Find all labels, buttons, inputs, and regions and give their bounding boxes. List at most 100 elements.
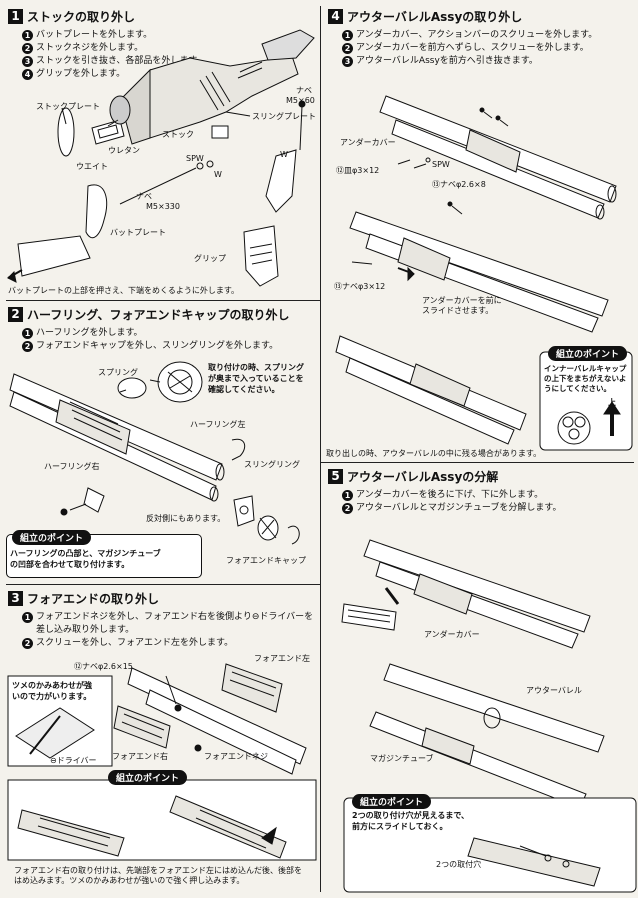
slide-line: スライドさせます。 xyxy=(422,306,494,315)
step-number: 2 xyxy=(22,638,33,649)
step-number: 1 xyxy=(22,30,33,41)
label-half-ring-right: ハーフリング右 xyxy=(44,462,100,471)
assembly-point-text: ハーフリングの凸部と、マガジンチューブ の凹部を合わせて取り付けます。 xyxy=(10,548,161,570)
step-number: 1 xyxy=(22,328,33,339)
label-size-m5x330: M5×330 xyxy=(146,202,180,211)
step-number: 4 xyxy=(22,69,33,80)
section-divider-1-2 xyxy=(6,300,320,301)
section-number: 4 xyxy=(328,9,343,24)
label-stock-plate: ストックプレート xyxy=(36,102,100,111)
caution-line: が奥まで入っていることを xyxy=(208,374,304,383)
label-nabe-screw: ⑫ナベφ2.6×15 xyxy=(74,662,133,671)
section-number: 2 xyxy=(8,307,23,322)
label-two-holes: 2つの取付穴 xyxy=(436,860,482,869)
note-line: はめ込みます。ツメのかみあわせが強いので強く押し込みます。 xyxy=(14,876,245,885)
step-text: ストックを引き抜き、各部品を外します。 xyxy=(36,56,206,66)
label-nabe-3x12: ⑬ナベφ3×12 xyxy=(334,282,386,291)
label-spw: SPW xyxy=(186,154,204,163)
step-text: フォアエンドキャップを外し、スリングリングを外します。 xyxy=(36,341,279,351)
label-grip: グリップ xyxy=(194,254,226,263)
label-fore-end-cap: フォアエンドキャップ xyxy=(226,556,306,565)
point-line: の凹部を合わせて取り付けます。 xyxy=(10,560,130,569)
step-text: ハーフリングを外します。 xyxy=(36,328,143,338)
slide-instruction: アンダーカバーを前に スライドさせます。 xyxy=(422,296,502,316)
section-1-heading: 1 ストックの取り外し xyxy=(8,8,318,25)
point-line: ハーフリングの凸部と、マガジンチューブ xyxy=(10,549,161,558)
section-3-heading: 3 フォアエンドの取り外し xyxy=(8,590,318,607)
callout-text: ツメのかみあわせが強 いので力がいります。 xyxy=(12,680,92,702)
step-number: 3 xyxy=(22,56,33,67)
step-item: 差し込み取り外します。 xyxy=(22,624,318,637)
up-label: 上 xyxy=(608,398,616,407)
barrel-removal-note: 取り出しの時、アウターバレルの中に残る場合があります。 xyxy=(326,449,542,458)
section-divider-4-5 xyxy=(320,462,634,463)
section-4-heading: 4 アウターバレルAssyの取り外し xyxy=(328,8,634,25)
stock-exploded-diagram xyxy=(0,0,320,300)
section-divider-2-3 xyxy=(6,584,320,585)
step-text: アウターバレルAssyを前方へ引き抜きます。 xyxy=(356,56,538,66)
section-title: フォアエンドの取り外し xyxy=(27,592,160,606)
point-line: うにしてください。 xyxy=(544,384,612,393)
step-text: グリップを外します。 xyxy=(36,69,126,79)
label-weight: ウエイト xyxy=(76,162,108,171)
step-text: フォアエンドネジを外し、フォアエンド右を後側より⊖ドライバーを xyxy=(36,612,314,622)
butt-plate-note: バットプレートの上部を押さえ、下端をめくるように外します。 xyxy=(8,286,240,295)
outer-barrel-diagram xyxy=(0,0,638,462)
label-butt-plate: バットプレート xyxy=(110,228,166,237)
point-line: 前方にスライドしておく。 xyxy=(352,822,448,831)
assembly-point-text: 2つの取り付け穴が見えるまで、 前方にスライドしておく。 xyxy=(352,810,469,832)
section-title: ハーフリング、フォアエンドキャップの取り外し xyxy=(27,308,290,322)
step-text: バットプレートを外します。 xyxy=(36,30,153,40)
label-stock: ストック xyxy=(162,130,194,139)
label-spring: スプリング xyxy=(98,368,138,377)
callout-line: ツメのかみあわせが強 xyxy=(12,681,92,690)
fore-end-note: フォアエンド右の取り付けは、先端部をフォアエンド左にはめ込んだ後、後部を はめ込… xyxy=(14,866,302,886)
assembly-point-title: 組立のポイント xyxy=(108,770,188,785)
step-text: アンダーカバーを前方へずらし、スクリューを外します。 xyxy=(356,43,589,53)
slide-line: アンダーカバーを前に xyxy=(422,296,502,305)
label-sara-screw: ⑫皿φ3×12 xyxy=(336,166,380,175)
fore-end-diagram xyxy=(0,0,320,898)
assembly-point-text: インナーバレルキャップ の上下をまちがえないよ うにしてください。 xyxy=(544,364,626,394)
step-text: スクリューを外し、フォアエンド左を外します。 xyxy=(36,638,234,648)
assembly-point-title: 組立のポイント xyxy=(352,794,432,809)
label-sling-plate: スリングプレート xyxy=(252,112,316,121)
point-line: の上下をまちがえないよ xyxy=(544,374,627,383)
label-fore-end-left: フォアエンド左 xyxy=(254,654,310,663)
center-divider xyxy=(320,6,321,892)
section-number: 1 xyxy=(8,9,23,24)
label-nabe-2-6x8: ⑬ナベφ2.6×8 xyxy=(432,180,486,189)
label-washer: W xyxy=(280,150,288,159)
label-driver: ⊖ドライバー xyxy=(50,756,97,765)
step-text: 差し込み取り外します。 xyxy=(36,625,135,635)
label-magazine-tube: マガジンチューブ xyxy=(370,754,434,763)
step-number: 2 xyxy=(22,341,33,352)
point-line: インナーバレルキャップ xyxy=(544,364,627,373)
label-urethane: ウレタン xyxy=(108,146,140,155)
label-washer-2: W xyxy=(214,170,222,179)
caution-line: 確認してください。 xyxy=(208,385,280,394)
step-text: アウターバレルとマガジンチューブを分解します。 xyxy=(356,503,562,513)
half-ring-diagram xyxy=(0,0,320,584)
step-number: 2 xyxy=(342,43,353,54)
label-opposite-side: 反対側にもあります。 xyxy=(146,514,226,523)
section-2-heading: 2 ハーフリング、フォアエンドキャップの取り外し xyxy=(8,306,318,323)
point-line: 2つの取り付け穴が見えるまで、 xyxy=(352,811,470,820)
caution-line: 取り付けの時、スプリング xyxy=(208,363,304,372)
step-text: アンダーカバーを後ろに下げ、下に外します。 xyxy=(356,490,544,500)
